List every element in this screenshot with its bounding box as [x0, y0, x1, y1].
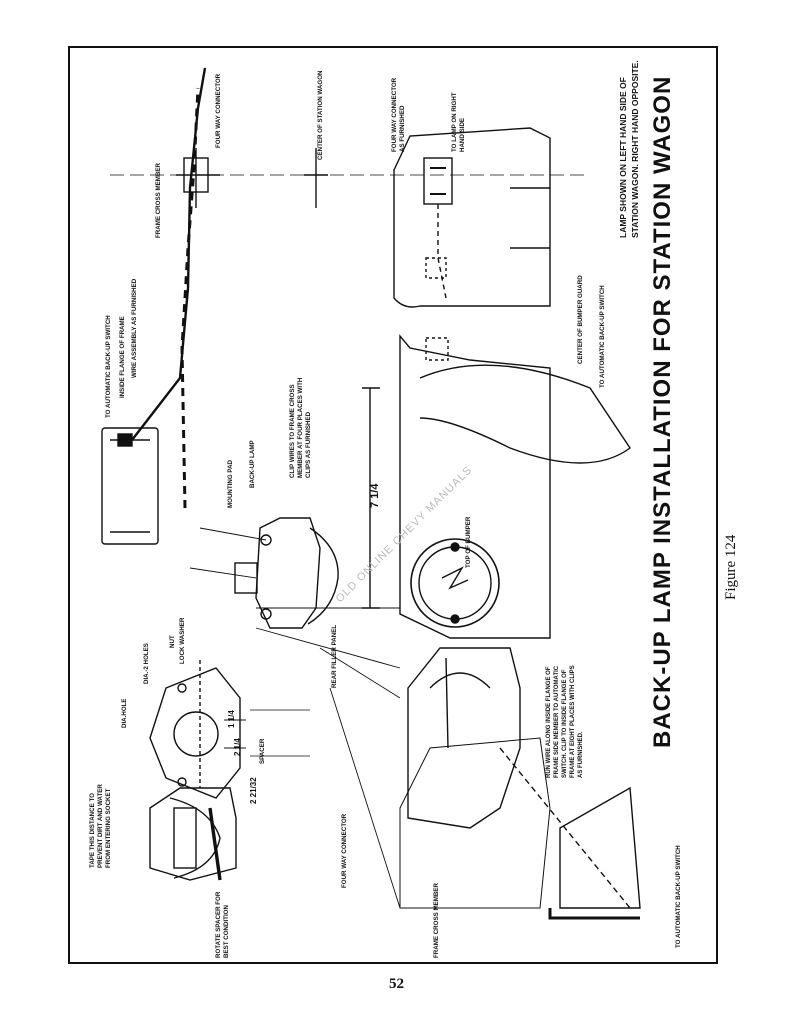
- switch-box-lower: [559, 786, 641, 909]
- label-frame-cross-member-top: FRAME CROSS MEMBER: [155, 163, 162, 238]
- label-run-wire-5: AS FURNISHED.: [578, 731, 584, 778]
- label-clip-wires-2: MEMBER AT FOUR PLACES WITH: [297, 377, 304, 478]
- label-four-way-top: FOUR WAY CONNECTOR: [215, 73, 222, 148]
- label-wire-assembly: WIRE ASSEMBLY AS FURNISHED: [131, 278, 138, 378]
- label-four-way-right-1: FOUR WAY CONNECTOR: [391, 77, 398, 152]
- label-lock-washer: LOCK WASHER: [179, 617, 186, 664]
- label-to-lamp-right-2: HAND SIDE: [459, 118, 466, 152]
- note-line-2: STATION WAGON. RIGHT HAND OPPOSITE.: [630, 60, 640, 238]
- label-run-wire-3: SWITCH. CLIP TO INSIDE FLANGE OF: [562, 669, 568, 778]
- label-run-wire-1: RUN WIRE ALONG INSIDE FLANGE OF: [546, 666, 552, 778]
- label-four-way-bottom: FOUR WAY CONNECTOR: [341, 813, 348, 888]
- label-rotate-spacer-2: BEST CONDITION: [223, 905, 230, 958]
- label-dia-holes: DIA.-2 HOLES: [143, 643, 150, 684]
- label-rotate-spacer-1: ROTATE SPACER FOR: [215, 891, 222, 958]
- figure-caption: Figure 124: [723, 534, 739, 600]
- label-frame-cross-member-bottom: FRAME CROSS MEMBER: [433, 883, 440, 958]
- label-dia-hole: DIA.HOLE: [121, 698, 128, 728]
- bumper-lamp-lens: [410, 538, 500, 628]
- label-four-way-right-2: AS FURNISHED: [399, 105, 406, 152]
- label-run-wire-4: FRAME AT EIGHT PLACES WITH CLIPS: [570, 665, 576, 778]
- label-to-switch-right: TO AUTOMATIC BACK-UP SWITCH: [599, 285, 606, 388]
- dimension-line: [362, 387, 380, 609]
- label-backup-lamp: BACK-UP LAMP: [249, 440, 256, 488]
- page-number: 52: [389, 976, 404, 992]
- label-inside-flange: INSIDE FLANGE OF FRAME: [119, 316, 126, 398]
- label-center-bumper-guard: CENTER OF BUMPER GUARD: [577, 275, 584, 364]
- label-tape-1: TAPE THIS DISTANCE TO: [89, 793, 96, 868]
- label-nut: NUT: [169, 635, 176, 648]
- label-clip-wires-1: CLIP WIRES TO FRAME CROSS: [289, 384, 296, 478]
- label-top-of-bumper: TOP OF BUMPER: [465, 516, 472, 568]
- label-run-wire-2: FRAME SIDE MEMBER TO AUTOMATIC: [554, 665, 560, 778]
- dim-one-quarter: 1 1/4: [227, 710, 236, 728]
- lamp-section: [149, 787, 237, 881]
- frame-cross-lower: [407, 647, 521, 829]
- label-tape-2: PREVENT DIRT AND WATER: [97, 784, 104, 868]
- label-clip-wires-3: CLIPS AS FURNISHED: [305, 411, 312, 478]
- label-tape-3: FROM ENTERING SOCKET: [105, 788, 112, 868]
- label-to-lamp-right-1: TO LAMP ON RIGHT: [451, 92, 458, 152]
- dim-two-quarter: 2 1/4: [233, 738, 242, 756]
- watermark: OLD ONLINE CHEVY MANUALS: [334, 464, 475, 605]
- switch-connector-top: [117, 433, 133, 447]
- frame-rail-right: [393, 127, 551, 308]
- label-center-wagon: CENTER OF STATION WAGON: [317, 70, 324, 160]
- bumper-body: [399, 334, 551, 639]
- diagram-frame: TO AUTOMATIC BACK-UP SWITCH INSIDE FLANG…: [68, 46, 718, 964]
- label-spacer: SPACER: [259, 738, 266, 764]
- diagram-title: BACK-UP LAMP INSTALLATION FOR STATION WA…: [649, 76, 676, 748]
- line-art: [101, 67, 641, 920]
- dim-two-21-32: 2 21/32: [249, 777, 258, 804]
- four-way-connector-right-shape: [423, 157, 453, 205]
- wire-run-top: [131, 67, 207, 441]
- mounting-plate: [149, 667, 241, 799]
- note-line-1: LAMP SHOWN ON LEFT HAND SIDE OF: [618, 77, 628, 238]
- label-to-switch-bottom: TO AUTOMATIC BACK-UP SWITCH: [675, 845, 682, 948]
- diagram-canvas: TO AUTOMATIC BACK-UP SWITCH INSIDE FLANG…: [89, 60, 682, 958]
- label-to-switch-top: TO AUTOMATIC BACK-UP SWITCH: [105, 315, 112, 418]
- wire-loop: [419, 364, 631, 464]
- label-dimension-seven: 7 1/4: [369, 483, 381, 508]
- frame-rail-top: [101, 427, 159, 545]
- mounting-pad: [234, 562, 258, 594]
- label-rear-filler-panel: REAR FILLER PANEL: [331, 625, 338, 688]
- label-mounting-pad: MOUNTING PAD: [227, 459, 234, 508]
